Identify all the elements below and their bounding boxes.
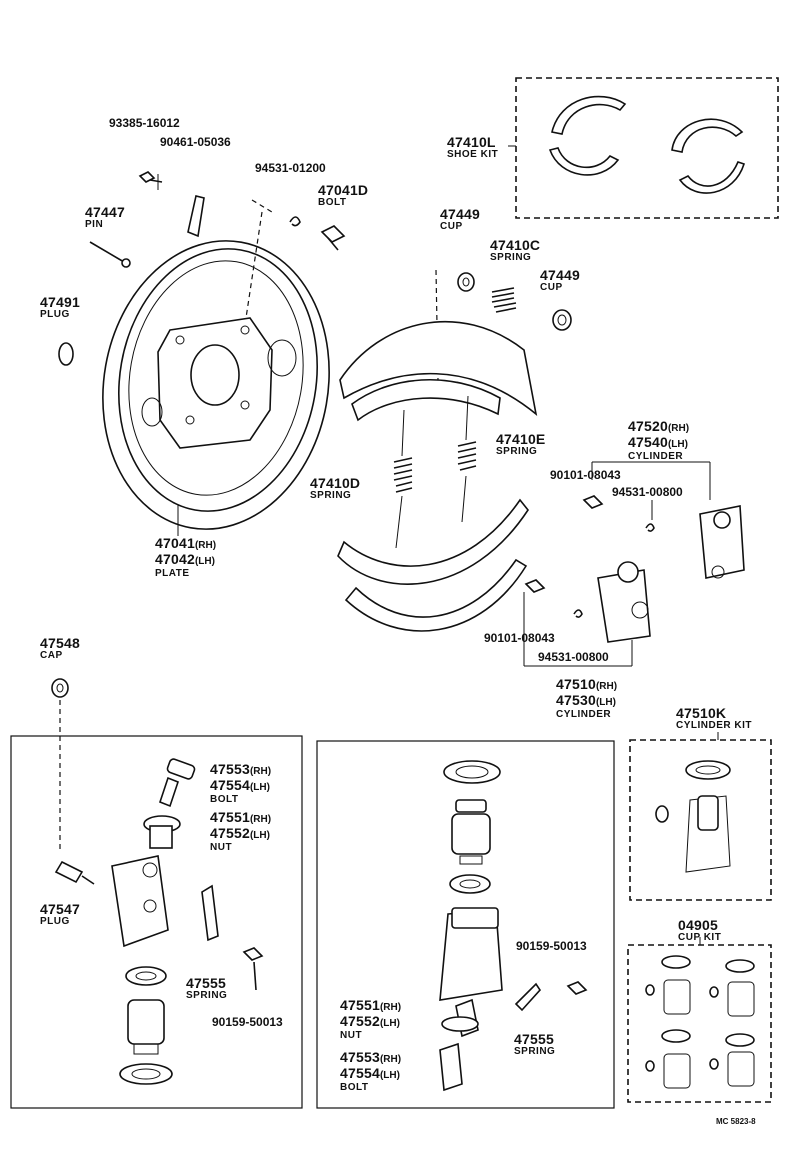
callout-nut-middle: 47551(RH) 47552(LH) NUT <box>340 997 402 1041</box>
spring-47410e <box>457 395 477 523</box>
bracket-90461 <box>187 195 205 238</box>
clip-94531-upper <box>645 523 655 532</box>
backing-plate <box>102 199 330 530</box>
callout-cylinder-47510: 47510(RH) 47530(LH) CYLINDER <box>556 676 618 720</box>
spring-47555-middle <box>514 982 542 1012</box>
cup-kit-parts <box>645 955 755 1089</box>
callout-cylinder-47520: 47520(RH) 47540(LH) CYLINDER <box>628 418 690 462</box>
bolt-90101-lower <box>524 579 546 593</box>
small-bolt-93385 <box>138 171 163 183</box>
shoe-kit-shoes <box>548 95 745 194</box>
callout-93385-16012: 93385-16012 <box>109 116 180 130</box>
plug-47547 <box>54 860 95 885</box>
cylinder-detail-middle-box <box>316 740 615 1109</box>
callout-90101-lower: 90101-08043 <box>484 631 555 645</box>
spring-47410d <box>393 409 413 549</box>
plug-47491 <box>58 342 74 366</box>
cap-47548 <box>51 678 69 698</box>
pin-47447 <box>89 241 131 268</box>
seal-middle <box>449 874 491 894</box>
seal-left <box>125 966 167 986</box>
bolt-90101-upper <box>582 495 604 509</box>
bolt-47553-left <box>159 758 196 808</box>
callout-90101-upper: 90101-08043 <box>550 468 621 482</box>
callout-bolt-middle: 47553(RH) 47554(LH) BOLT <box>340 1049 402 1093</box>
clip-94531 <box>289 216 301 227</box>
brake-shoe-lower <box>337 498 529 632</box>
cup-47449-lower <box>552 309 572 331</box>
cylinder-body-left <box>111 855 169 948</box>
wheel-cylinder-47510 <box>597 561 651 643</box>
nut-47551-middle <box>441 998 479 1038</box>
nut-47551-left <box>143 815 181 849</box>
spring-47410c <box>491 287 517 313</box>
piston-left <box>127 999 165 1055</box>
clip-94531-lower <box>573 609 583 618</box>
callout-94531-upper: 94531-00800 <box>612 485 683 499</box>
cylinder-body-middle <box>439 907 503 1001</box>
wheel-cylinder-47520 <box>699 505 745 579</box>
bolt-90159-middle <box>566 981 588 995</box>
cylinder-kit-box <box>629 739 772 901</box>
spring-47555-left <box>201 884 219 942</box>
piston-middle <box>451 799 491 865</box>
figure-code: MC 5823-8 <box>716 1117 756 1126</box>
bolt-47041d <box>320 225 346 251</box>
bolt-90159-left <box>242 947 264 991</box>
callout-94531-01200: 94531-01200 <box>255 161 326 175</box>
boot-left <box>119 1063 173 1085</box>
cylinder-detail-left-box <box>10 735 303 1109</box>
callout-plate: 47041(RH) 47042(LH) PLATE <box>155 535 217 579</box>
boot-middle <box>443 760 501 784</box>
bolt-47553-middle <box>439 1042 463 1092</box>
shoe-kit-box <box>515 77 779 219</box>
callout-90159-middle: 90159-50013 <box>516 939 587 953</box>
brake-shoe-upper <box>339 320 538 422</box>
cylinder-kit-parts <box>655 760 731 873</box>
callout-nut-left: 47551(RH) 47552(LH) NUT <box>210 809 272 853</box>
cup-47449-upper <box>457 272 475 292</box>
callout-94531-lower: 94531-00800 <box>538 650 609 664</box>
callout-bolt-left: 47553(RH) 47554(LH) BOLT <box>210 761 272 805</box>
callout-90159-left: 90159-50013 <box>212 1015 283 1029</box>
callout-90461-05036: 90461-05036 <box>160 135 231 149</box>
